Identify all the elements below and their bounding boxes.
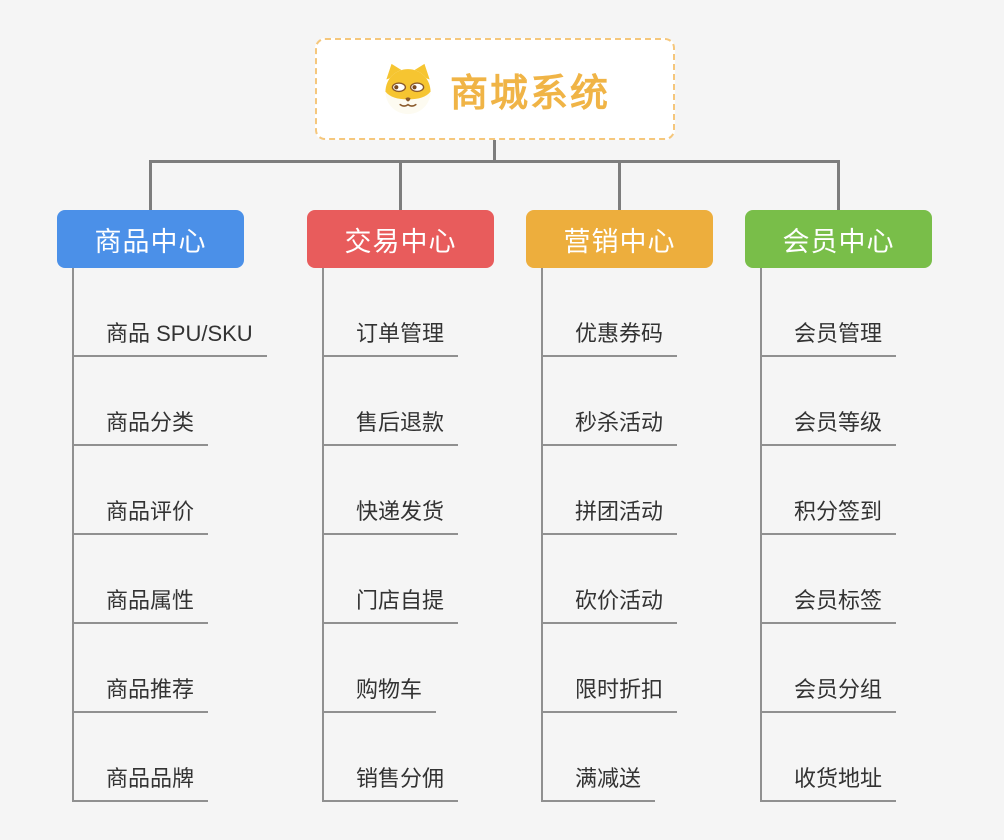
leaf-node[interactable]: 满减送 [541,713,656,802]
leaf-label: 订单管理 [356,321,445,346]
branch-trade-leaves: 订单管理 售后退款 快递发货 门店自提 购物车 销售分佣 [322,268,459,802]
connector-drop-member [837,163,840,210]
leaf-node[interactable]: 砍价活动 [541,535,678,624]
leaf-label: 会员分组 [794,677,883,702]
leaf-label: 商品评价 [106,499,195,524]
leaf-label: 秒杀活动 [575,410,664,435]
leaf-label: 收货地址 [794,766,883,791]
leaf-node[interactable]: 商品品牌 [72,713,209,802]
connector-leaf-line [760,268,762,802]
leaf-label: 砍价活动 [575,588,664,613]
leaf-label: 门店自提 [356,588,445,613]
leaf-node[interactable]: 商品 SPU/SKU [72,268,267,357]
branch-product-leaves: 商品 SPU/SKU 商品分类 商品评价 商品属性 商品推荐 商品品牌 [72,268,267,802]
leaf-label: 售后退款 [356,410,445,435]
dog-face-icon [380,63,436,115]
connector-leaf-line [541,268,543,802]
branch-marketing-leaves: 优惠券码 秒杀活动 拼团活动 砍价活动 限时折扣 满减送 [541,268,678,802]
leaf-label: 销售分佣 [356,766,445,791]
branch-member-leaves: 会员管理 会员等级 积分签到 会员标签 会员分组 收货地址 [760,268,897,802]
leaf-node[interactable]: 订单管理 [322,268,459,357]
connector-drop-trade [399,163,402,210]
branch-label: 会员中心 [782,226,895,257]
connector-root-stub [493,140,496,161]
connector-drop-product [149,163,152,210]
connector-leaf-line [72,268,74,802]
connector-leaf-line [322,268,324,802]
leaf-node[interactable]: 商品分类 [72,357,209,446]
branch-label: 商品中心 [94,226,207,257]
branch-marketing-center[interactable]: 营销中心 [526,210,713,268]
leaf-label: 商品属性 [106,588,195,613]
branch-product-center[interactable]: 商品中心 [57,210,244,268]
leaf-label: 会员管理 [794,321,883,346]
leaf-label: 会员标签 [794,588,883,613]
leaf-label: 商品分类 [106,410,195,435]
leaf-node[interactable]: 商品属性 [72,535,209,624]
leaf-label: 满减送 [575,766,642,791]
leaf-node[interactable]: 会员等级 [760,357,897,446]
leaf-label: 商品 SPU/SKU [106,321,253,346]
leaf-label: 会员等级 [794,410,883,435]
leaf-label: 优惠券码 [575,321,664,346]
leaf-label: 限时折扣 [575,677,664,702]
leaf-node[interactable]: 会员管理 [760,268,897,357]
branch-member-center[interactable]: 会员中心 [745,210,932,268]
connector-drop-marketing [618,163,621,210]
leaf-node[interactable]: 门店自提 [322,535,459,624]
leaf-node[interactable]: 售后退款 [322,357,459,446]
leaf-node[interactable]: 销售分佣 [322,713,459,802]
branch-label: 营销中心 [563,226,676,257]
connector-horizontal-bar [149,160,840,163]
leaf-node[interactable]: 商品评价 [72,446,209,535]
leaf-node[interactable]: 拼团活动 [541,446,678,535]
leaf-node[interactable]: 收货地址 [760,713,897,802]
branch-label: 交易中心 [344,226,457,257]
root-title: 商城系统 [449,72,610,115]
leaf-node[interactable]: 购物车 [322,624,437,713]
leaf-node[interactable]: 限时折扣 [541,624,678,713]
leaf-node[interactable]: 商品推荐 [72,624,209,713]
leaf-node[interactable]: 会员分组 [760,624,897,713]
leaf-label: 商品品牌 [106,766,195,791]
leaf-node[interactable]: 秒杀活动 [541,357,678,446]
leaf-node[interactable]: 优惠券码 [541,268,678,357]
leaf-label: 商品推荐 [106,677,195,702]
leaf-node[interactable]: 积分签到 [760,446,897,535]
branch-trade-center[interactable]: 交易中心 [307,210,494,268]
root-node[interactable]: 商城系统 [315,38,675,140]
leaf-label: 快递发货 [356,499,445,524]
leaf-label: 购物车 [356,677,423,702]
leaf-node[interactable]: 会员标签 [760,535,897,624]
leaf-label: 拼团活动 [575,499,664,524]
leaf-node[interactable]: 快递发货 [322,446,459,535]
leaf-label: 积分签到 [794,499,883,524]
